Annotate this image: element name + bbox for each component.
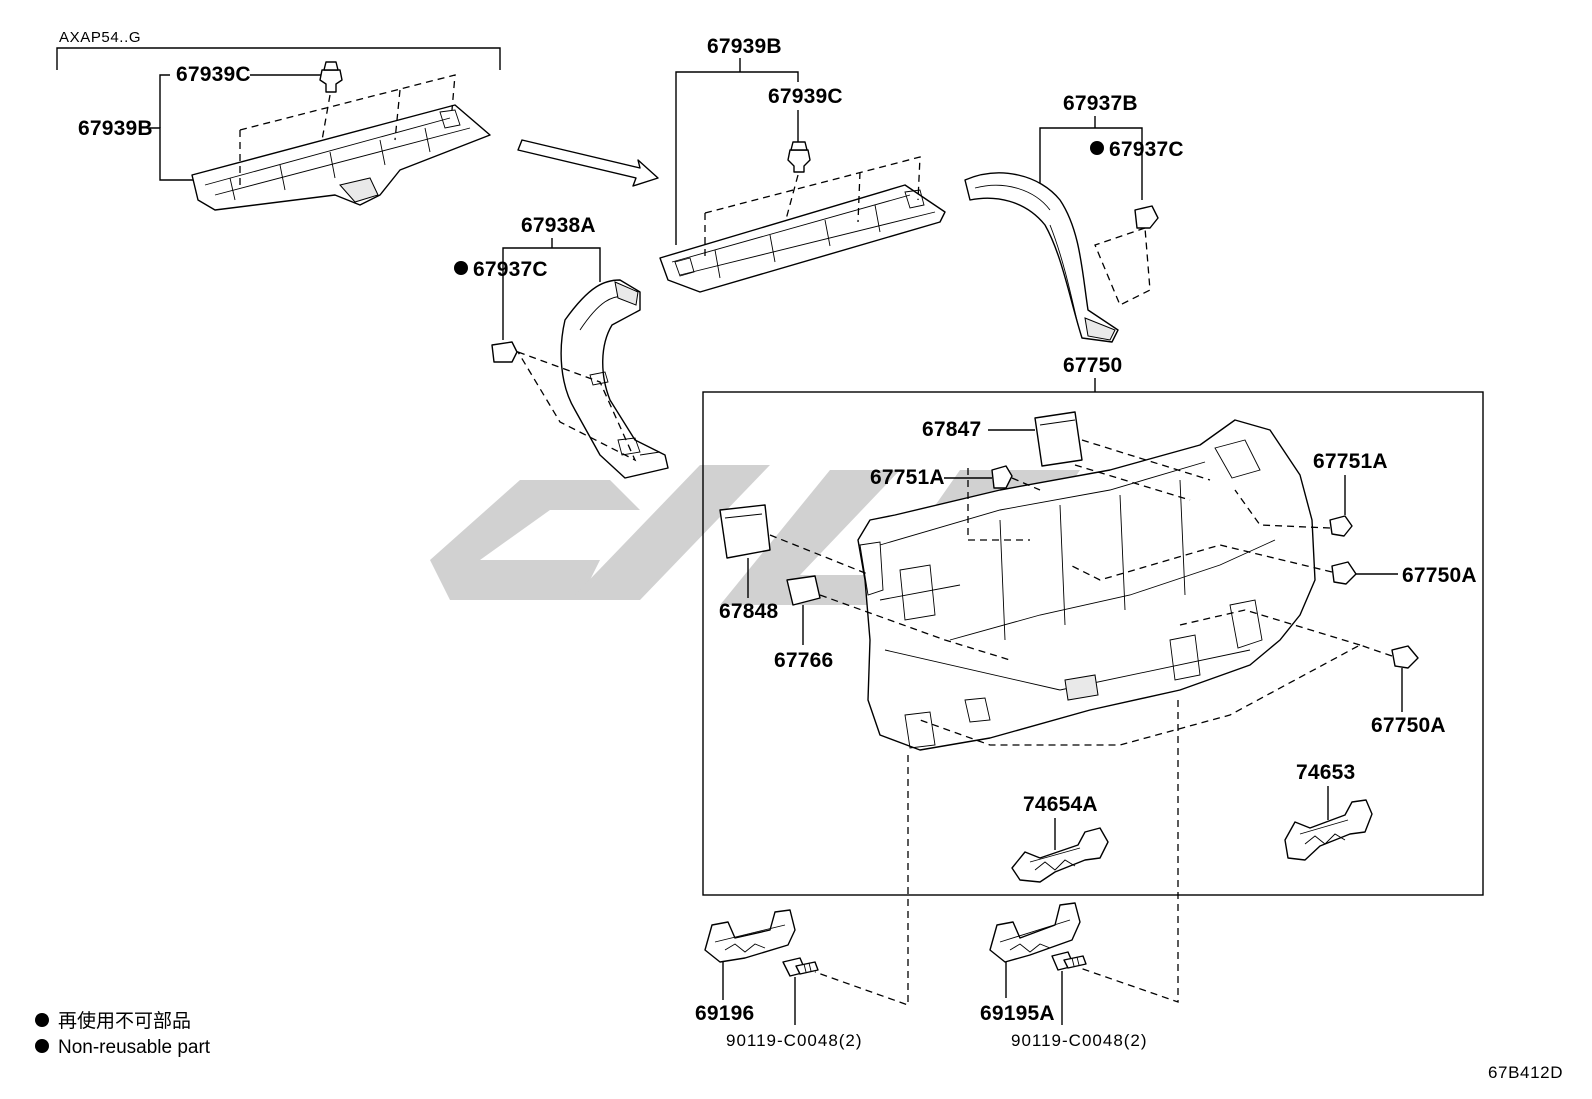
- bolt-90119-right: [1051, 951, 1087, 971]
- legend-marker-en: [35, 1039, 49, 1053]
- label-67937b[interactable]: 67937B: [1063, 92, 1138, 115]
- clip-67937c-left: [491, 341, 518, 363]
- clip-67751a-right: [1329, 515, 1353, 537]
- clip-67750a-lower: [1391, 645, 1419, 669]
- assembly-box: [702, 391, 1484, 896]
- label-69196[interactable]: 69196: [695, 1002, 754, 1025]
- legend-text-en: Non-reusable part: [58, 1037, 211, 1058]
- bracket-74654a: [1011, 827, 1109, 883]
- clip-67751a-left: [991, 465, 1013, 489]
- label-67847[interactable]: 67847: [922, 418, 981, 441]
- label-90119-right[interactable]: 90119-C0048(2): [1011, 1031, 1148, 1050]
- bracket-74653: [1284, 799, 1373, 861]
- bracket-69195a: [989, 902, 1081, 963]
- non-reusable-marker-right: [1090, 141, 1104, 155]
- cover-67847: [1034, 411, 1083, 467]
- group-67750-box: 67750 67847 67751A: [702, 354, 1484, 896]
- label-67939b-mid[interactable]: 67939B: [707, 35, 782, 58]
- label-67937c-right[interactable]: 67937C: [1109, 138, 1184, 161]
- trim-panel-67939b-top: [191, 104, 491, 211]
- clip-67939c-mid: [787, 141, 811, 173]
- clip-67939c-top: [319, 61, 343, 93]
- back-door-trim-panel-67750: [857, 419, 1316, 751]
- pillar-trim-67938a: [560, 279, 669, 479]
- legend-marker-ja: [35, 1013, 49, 1027]
- label-67766[interactable]: 67766: [774, 649, 833, 672]
- label-90119-left[interactable]: 90119-C0048(2): [726, 1031, 863, 1050]
- group-67938a: 67938A 67937C: [454, 214, 669, 479]
- group-bottom: 69196 90119-C0048(2) 69195A 90119-C0048(…: [695, 700, 1179, 1050]
- group-top-center: 67939B 67939C: [659, 35, 946, 293]
- legend: 再使用不可部品 Non-reusable part: [35, 1010, 211, 1058]
- label-67939c-mid[interactable]: 67939C: [768, 85, 843, 108]
- clip-67750a-upper: [1331, 561, 1357, 585]
- direction-arrow: [517, 139, 659, 187]
- cover-67848: [719, 504, 771, 559]
- pillar-trim-67937b: [964, 172, 1119, 343]
- non-reusable-marker-left: [454, 261, 468, 275]
- legend-text-ja: 再使用不可部品: [58, 1010, 191, 1032]
- group-67937b: 67937B 67937C: [964, 92, 1184, 343]
- label-67750a-upper[interactable]: 67750A: [1402, 564, 1477, 587]
- model-code: AXAP54..G: [59, 29, 141, 46]
- reference-code: 67B412D: [1488, 1063, 1563, 1082]
- label-69195a[interactable]: 69195A: [980, 1002, 1055, 1025]
- label-67938a[interactable]: 67938A: [521, 214, 596, 237]
- label-74653[interactable]: 74653: [1296, 761, 1355, 784]
- label-67751a-right[interactable]: 67751A: [1313, 450, 1388, 473]
- label-67939c-top[interactable]: 67939C: [176, 63, 251, 86]
- label-67848[interactable]: 67848: [719, 600, 779, 623]
- label-67751a-left[interactable]: 67751A: [870, 466, 945, 489]
- bolt-90119-left: [782, 957, 819, 977]
- bracket-69196: [704, 909, 796, 963]
- part-67766: [786, 575, 821, 606]
- trim-panel-67939b-mid: [659, 184, 946, 293]
- group-top-left: AXAP54..G 67939C 67939B: [56, 29, 501, 211]
- label-67937c-left[interactable]: 67937C: [473, 258, 548, 281]
- label-74654a[interactable]: 74654A: [1023, 793, 1098, 816]
- clip-67937c-right: [1134, 205, 1159, 229]
- label-67750[interactable]: 67750: [1063, 354, 1122, 377]
- label-67939b-top[interactable]: 67939B: [78, 117, 153, 140]
- label-67750a-lower[interactable]: 67750A: [1371, 714, 1446, 737]
